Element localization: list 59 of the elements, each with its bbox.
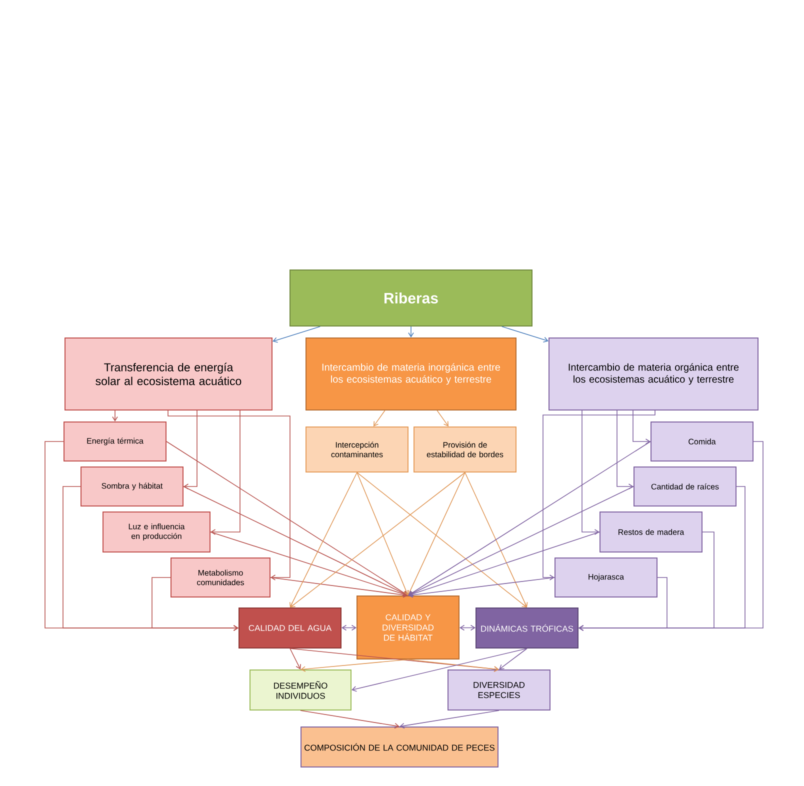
arrow	[436, 410, 449, 426]
arrow	[499, 648, 528, 670]
arrow	[408, 326, 414, 338]
arrow	[542, 410, 656, 580]
response-box: DESEMPEÑO INDIVIDUOS	[250, 670, 352, 710]
arrow	[352, 648, 528, 692]
factor-box: Restos de madera	[600, 512, 702, 552]
factor-box: Luz e influencia en producción	[102, 512, 210, 552]
arrow	[112, 410, 118, 422]
factor-box: Cantidad de raíces	[634, 466, 736, 506]
arrow	[289, 472, 358, 608]
arrow	[501, 326, 548, 342]
arrow	[272, 326, 321, 343]
factor-box: Sombra y hábitat	[80, 466, 184, 506]
arrow	[408, 532, 600, 597]
outcome-box: CALIDAD DEL AGUA	[238, 608, 342, 648]
arrow	[210, 532, 408, 597]
arrow	[183, 486, 408, 596]
arrow	[356, 472, 409, 596]
category-box: Intercambio de materia inorgánica entre los ecosistemas acuático y terrestre	[306, 338, 516, 410]
factor-box: Comida	[650, 422, 754, 462]
arrow	[168, 410, 290, 580]
outcome-box: DINÁMICAS TRÓFICAS	[476, 608, 578, 648]
arrow	[400, 710, 500, 729]
category-box: Intercambio de materia orgánica entre los ecosistemas acuático y terrestre	[548, 338, 758, 410]
arrow	[408, 441, 651, 596]
arrow	[632, 410, 650, 444]
arrow	[407, 472, 466, 596]
arrow	[582, 410, 600, 535]
outcome-box: CALIDAD Y DIVERSIDAD DE HÁBITAT	[356, 596, 460, 660]
response-box: DIVERSIDAD ESPECIES	[448, 670, 550, 710]
result-box: COMPOSICIÓN DE LA COMUNIDAD DE PECES	[300, 726, 498, 768]
arrow	[578, 577, 668, 631]
arrow	[290, 472, 466, 608]
factor-box: Metabolismo comunidades	[170, 558, 270, 598]
category-box: Transferencia de energía solar al ecosistema acuático	[64, 338, 272, 410]
arrow	[408, 486, 634, 596]
arrow	[342, 624, 356, 631]
arrow	[408, 659, 499, 672]
arrow	[152, 577, 238, 631]
factor-box: Intercepción contaminantes	[306, 426, 408, 472]
title-box: Riberas	[290, 270, 532, 326]
arrow	[290, 648, 302, 670]
factor-box: Energía térmica	[64, 422, 166, 462]
arrow	[290, 648, 499, 672]
arrow	[270, 577, 408, 598]
arrow	[184, 410, 198, 490]
factor-box: Hojarasca	[554, 558, 658, 598]
arrow	[300, 710, 400, 729]
arrow	[616, 410, 634, 490]
factor-box: Provisión de estabilidad de bordes	[414, 426, 516, 472]
arrow	[460, 624, 476, 631]
arrow	[373, 410, 386, 426]
arrow	[166, 441, 408, 596]
arrow	[408, 577, 555, 598]
arrow	[464, 472, 528, 608]
arrow	[356, 472, 527, 608]
arrow	[300, 659, 408, 672]
arrow	[210, 410, 240, 535]
